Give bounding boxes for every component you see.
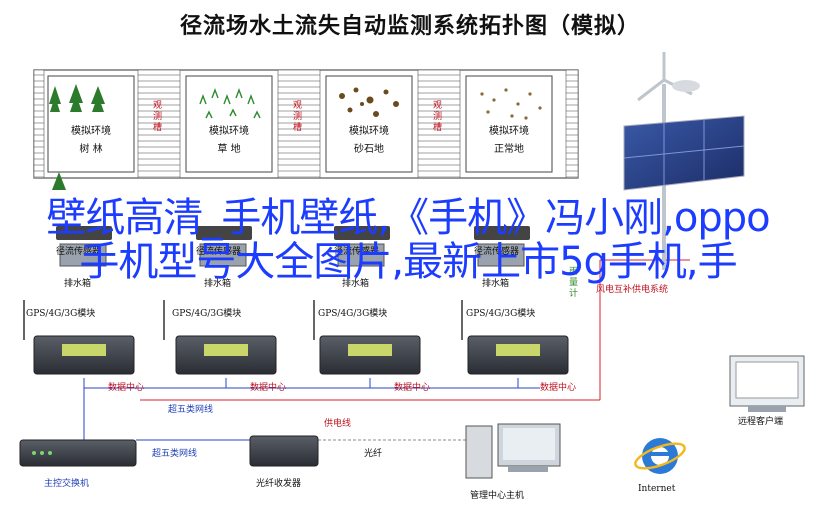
grass-icon bbox=[199, 88, 261, 119]
power-line-label: 供电线 bbox=[324, 419, 352, 429]
data-center-label-2: 数据中心 bbox=[250, 383, 287, 393]
data-center-label-1: 数据中心 bbox=[108, 383, 145, 393]
field-card-3 bbox=[325, 75, 413, 173]
data-center-label-3: 数据中心 bbox=[394, 383, 431, 393]
fiber-transceiver bbox=[249, 435, 319, 467]
gps-label-2: GPS/4G/3G模块 bbox=[172, 309, 242, 319]
overlay-text: 壁纸高清_手机壁纸,《手机》冯小刚,oppo手机型号大全图片,最新上市5g手机,… bbox=[46, 195, 770, 285]
gravel-icon bbox=[339, 87, 399, 117]
soil-icon bbox=[480, 88, 542, 120]
fiber-label: 光纤 bbox=[364, 449, 383, 459]
box-label-3: 排水箱 bbox=[342, 279, 370, 289]
field-3-ground: 砂石地 bbox=[354, 144, 384, 155]
box-label-1: 排水箱 bbox=[64, 279, 92, 289]
observe-label-3: 观测槽 bbox=[431, 100, 441, 133]
remote-client bbox=[729, 355, 805, 412]
gps-label-4: GPS/4G/3G模块 bbox=[466, 309, 536, 319]
network-5g-label: 超五类网线 bbox=[168, 405, 214, 415]
observe-label-2: 观测槽 bbox=[291, 100, 301, 133]
gps-label-1: GPS/4G/3G模块 bbox=[26, 309, 96, 319]
mgmt-host-label: 管理中心主机 bbox=[470, 491, 525, 501]
sensor-row bbox=[56, 226, 530, 240]
tree-icon bbox=[49, 84, 105, 190]
network-5g-label-2: 超五类网线 bbox=[152, 449, 198, 459]
solar-line-label: 风电互补供电系统 bbox=[596, 285, 669, 295]
field-3-env: 模拟环境 bbox=[349, 126, 389, 137]
data-center-label-4: 数据中心 bbox=[540, 383, 577, 393]
fiber-transceiver-label: 光纤收发器 bbox=[256, 479, 302, 489]
box-label-4: 排水箱 bbox=[482, 279, 510, 289]
data-center-devices bbox=[33, 335, 569, 375]
field-2-env: 模拟环境 bbox=[209, 126, 249, 137]
observe-label-1: 观测槽 bbox=[151, 100, 161, 133]
field-1-env: 模拟环境 bbox=[71, 126, 111, 137]
remote-client-label: 远程客户端 bbox=[738, 417, 784, 427]
sensor-label-4: 径流传感器 bbox=[474, 247, 520, 257]
internet-label: Internet bbox=[638, 484, 676, 494]
field-card-1 bbox=[47, 75, 135, 173]
host-switch bbox=[19, 439, 137, 467]
sensor-label-3: 径流传感器 bbox=[334, 247, 380, 257]
diagram-title: 径流场水土流失自动监测系统拓扑图（模拟） bbox=[179, 14, 640, 39]
field-2-ground: 草 地 bbox=[217, 144, 241, 155]
drain-box-row bbox=[59, 243, 525, 267]
field-card-4 bbox=[465, 75, 553, 173]
gps-label-3: GPS/4G/3G模块 bbox=[318, 309, 388, 319]
box-label-2: 排水箱 bbox=[204, 279, 232, 289]
internet-explorer-icon bbox=[634, 438, 686, 474]
power-lines bbox=[140, 259, 690, 401]
rain-label: 雨量计 bbox=[567, 266, 577, 299]
field-card-2 bbox=[185, 75, 273, 173]
network-lines bbox=[83, 378, 540, 441]
sensor-label-1: 径流传感器 bbox=[56, 247, 102, 257]
field-1-ground: 树 林 bbox=[79, 144, 103, 155]
wind-solar-tower bbox=[623, 52, 745, 270]
antenna-icon bbox=[23, 300, 463, 340]
mgmt-computer bbox=[465, 423, 561, 479]
field-4-ground: 正常地 bbox=[494, 144, 524, 155]
field-4-env: 模拟环境 bbox=[489, 126, 529, 137]
host-module-label: 主控交换机 bbox=[44, 479, 90, 489]
sensor-label-2: 径流传感器 bbox=[196, 247, 242, 257]
